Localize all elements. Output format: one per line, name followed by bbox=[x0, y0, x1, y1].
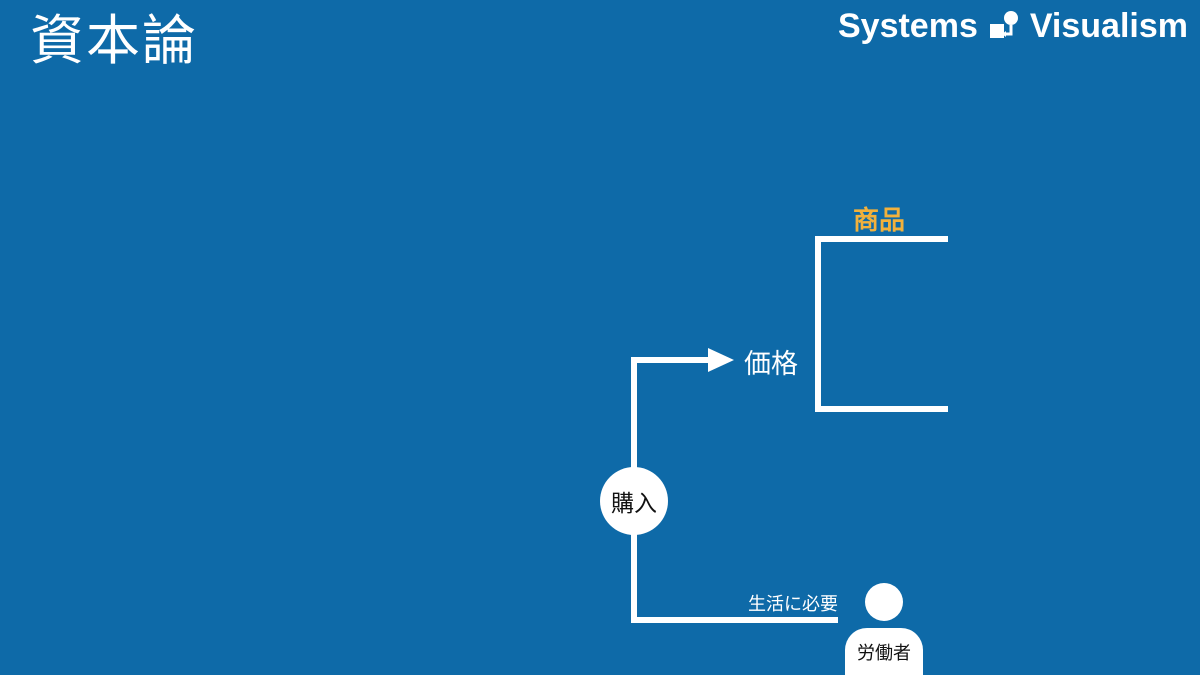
price-label: 価格 bbox=[744, 349, 798, 380]
worker-figure: 労働者 bbox=[845, 628, 923, 675]
commodity-label: 商品 bbox=[853, 206, 906, 236]
brand-name-right: Visualism bbox=[1029, 6, 1188, 45]
brand-name-left: Systems bbox=[837, 6, 978, 45]
purchase-node: 購入 bbox=[600, 467, 668, 535]
person-icon bbox=[865, 583, 903, 621]
needs-label: 生活に必要 bbox=[748, 594, 838, 615]
page-title: 資本論 bbox=[30, 9, 198, 72]
purchase-label: 購入 bbox=[611, 491, 657, 517]
arrow-head-icon bbox=[708, 348, 734, 372]
commodity-bracket bbox=[815, 236, 948, 412]
worker-label: 労働者 bbox=[857, 642, 911, 664]
brand-logo: Systems Visualism bbox=[838, 6, 1188, 46]
systems-visualism-logo-icon bbox=[989, 11, 1018, 38]
